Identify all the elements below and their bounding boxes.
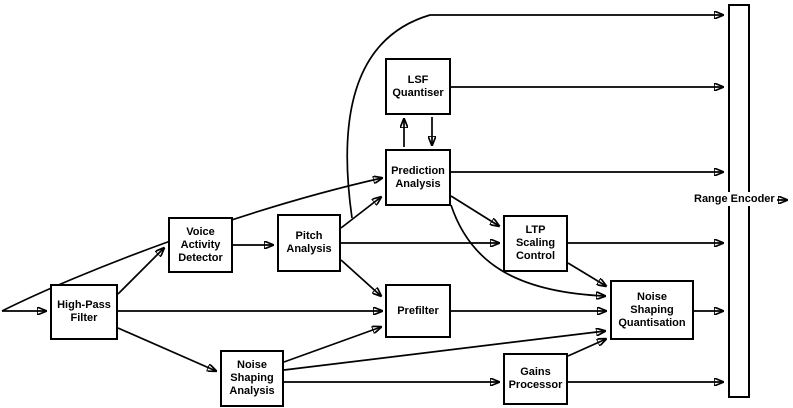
node-high-pass-filter: High-Pass Filter [50, 284, 118, 340]
node-gains-processor: Gains Processor [503, 353, 568, 405]
node-noise-shaping-analysis: Noise Shaping Analysis [220, 350, 284, 407]
edge-prediction-to-noise-shaping-quantisation [450, 204, 605, 296]
noise-shaping-analysis-label: Noise Shaping Analysis [229, 359, 275, 397]
node-ltp-scaling-control: LTP Scaling Control [503, 215, 568, 272]
voice-activity-detector-label: Voice Activity Detector [178, 225, 223, 264]
noise-shaping-quantisation-label: Noise Shaping Quantisation [618, 290, 686, 329]
node-lsf-quantiser: LSF Quantiser [385, 58, 451, 115]
prediction-analysis-label: Prediction Analysis [391, 164, 445, 190]
range-encoder-label: Range Encoder [692, 192, 777, 206]
edge-ltp-to-noise-shaping-quantisation [567, 262, 606, 286]
edge-pitch-to-prediction-analysis [340, 197, 381, 229]
edge-nsa-to-prefilter [283, 327, 381, 363]
high-pass-filter-label: High-Pass Filter [57, 299, 111, 324]
node-prediction-analysis: Prediction Analysis [385, 149, 451, 206]
edge-nsa-to-noise-shaping-quantisation [283, 331, 605, 371]
node-voice-activity-detector: Voice Activity Detector [168, 217, 233, 273]
pitch-analysis-label: Pitch Analysis [286, 230, 332, 255]
ltp-scaling-control-label: LTP Scaling Control [515, 224, 556, 262]
node-pitch-analysis: Pitch Analysis [277, 214, 341, 272]
edge-pitch-to-range-encoder [346, 15, 723, 219]
lsf-quantiser-label: LSF Quantiser [392, 73, 444, 99]
prefilter-label: Prefilter [397, 304, 439, 317]
edge-pitch-to-prefilter [340, 259, 381, 296]
gains-processor-label: Gains Processor [508, 366, 563, 391]
edge-prediction-to-ltp-scaling-control [450, 195, 499, 226]
node-prefilter: Prefilter [385, 284, 451, 338]
node-noise-shaping-quantisation: Noise Shaping Quantisation [610, 280, 694, 340]
edge-hpf-to-vad [117, 248, 164, 295]
edge-hpf-to-noise-shaping-analysis [117, 327, 216, 371]
edge-gains-to-noise-shaping-quantisation [567, 339, 606, 357]
